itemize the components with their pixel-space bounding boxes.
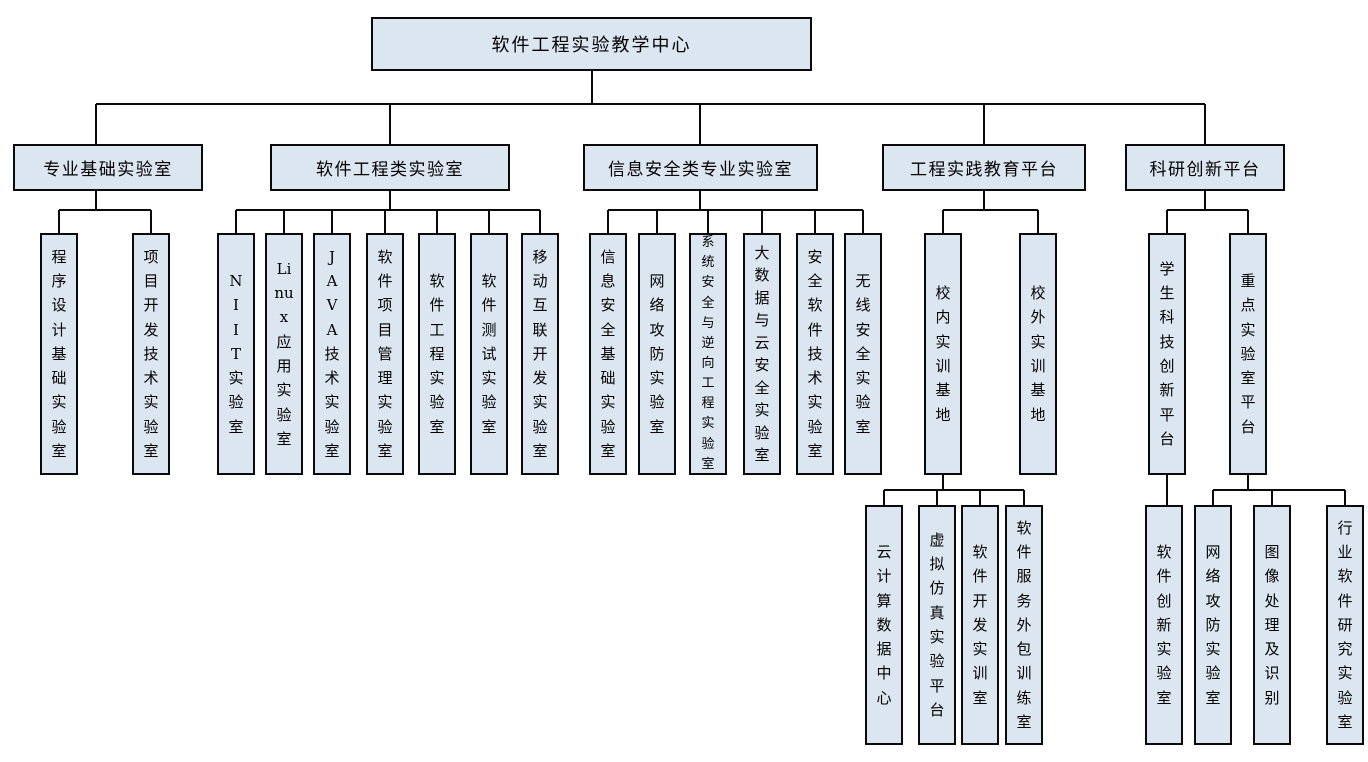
node-image-processing-recognition: 图 像 处 理 及 识 别: [1253, 505, 1291, 745]
node-info-security-labs: 信息安全类专业实验室: [583, 144, 818, 191]
node-network-attack-defense-lab-2: 网 络 攻 防 实 验 室: [1194, 505, 1232, 745]
node-industry-software-research-lab: 行 业 软 件 研 究 实 验 室: [1326, 505, 1364, 745]
node-software-dev-training-room: 软 件 开 发 实 训 室: [961, 505, 999, 745]
node-engineering-practice-platform: 工程实践教育平台: [882, 144, 1086, 191]
node-virtual-simulation-platform: 虚 拟 仿 真 实 验 平 台: [918, 505, 956, 745]
node-network-attack-defense-lab: 网 络 攻 防 实 验 室: [638, 233, 676, 475]
node-professional-basic-lab: 专业基础实验室: [13, 144, 203, 191]
node-linux-app-lab: Li nu x 应 用 实 验 室: [265, 233, 303, 475]
node-research-innovation-platform: 科研创新平台: [1125, 144, 1285, 191]
node-student-tech-innovation-platform: 学 生 科 技 创 新 平 台: [1148, 233, 1186, 475]
node-wireless-security-lab: 无 线 安 全 实 验 室: [844, 233, 882, 475]
node-info-security-basic-lab: 信 息 安 全 基 础 实 验 室: [589, 233, 627, 475]
node-security-software-tech-lab: 安 全 软 件 技 术 实 验 室: [796, 233, 834, 475]
node-program-design-basic-lab: 程 序 设 计 基 础 实 验 室: [40, 233, 78, 475]
node-on-campus-training-base: 校 内 实 训 基 地: [924, 233, 962, 475]
node-software-engineering-labs: 软件工程类实验室: [270, 144, 510, 191]
node-bigdata-cloud-security-lab: 大 数 据 与 云 安 全 实 验 室: [743, 233, 781, 475]
node-software-testing-lab: 软 件 测 试 实 验 室: [470, 233, 508, 475]
node-mobile-internet-dev-lab: 移 动 互 联 开 发 实 验 室: [521, 233, 559, 475]
node-software-project-mgmt-lab: 软 件 项 目 管 理 实 验 室: [366, 233, 404, 475]
node-software-engineering-lab: 软 件 工 程 实 验 室: [418, 233, 456, 475]
node-project-dev-tech-lab: 项 目 开 发 技 术 实 验 室: [132, 233, 170, 475]
node-niit-lab: N I I T 实 验 室: [217, 233, 255, 475]
node-software-innovation-lab: 软 件 创 新 实 验 室: [1145, 505, 1183, 745]
node-java-tech-lab: J A V A 技 术 实 验 室: [313, 233, 351, 475]
node-cloud-computing-datacenter: 云 计 算 数 据 中 心: [865, 505, 903, 745]
node-software-outsourcing-training-room: 软 件 服 务 外 包 训 练 室: [1005, 505, 1043, 745]
node-center-root: 软件工程实验教学中心: [371, 17, 812, 71]
node-key-lab-platform: 重 点 实 验 室 平 台: [1229, 233, 1267, 475]
node-off-campus-training-base: 校 外 实 训 基 地: [1019, 233, 1057, 475]
node-system-security-reverse-lab: 系 统 安 全 与 逆 向 工 程 实 验 室: [689, 233, 727, 475]
